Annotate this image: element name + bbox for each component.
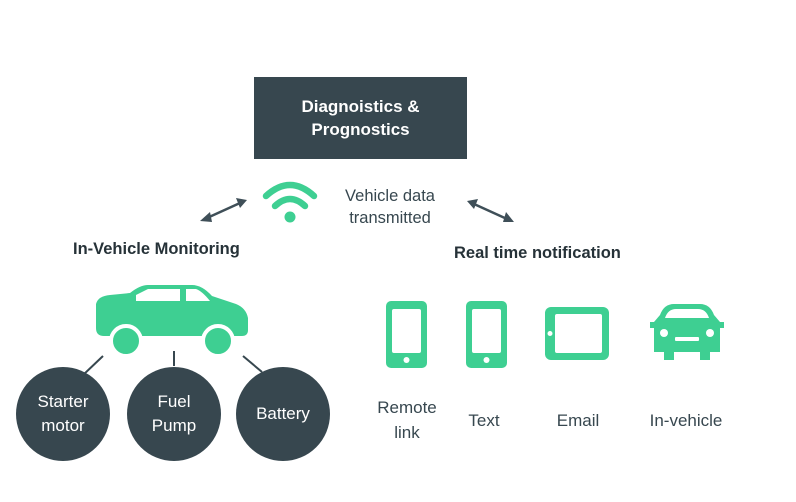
wifi-icon	[262, 181, 318, 223]
component-battery: Battery	[236, 367, 330, 461]
car-side-icon	[96, 285, 248, 358]
notification-label-text: Text	[468, 411, 500, 430]
component-starter-motor: Starter motor	[16, 367, 110, 461]
car-front-icon	[650, 304, 724, 360]
left-double-arrow-icon	[200, 198, 247, 222]
transmit-text: Vehicle data transmitted	[345, 187, 435, 227]
notification-label-in-vehicle: In-vehicle	[649, 411, 723, 430]
component-fuel-pump: Fuel Pump	[127, 367, 221, 461]
component-label: Fuel Pump	[151, 392, 197, 435]
diagnostics-box-label: Diagnoistics & Prognostics	[301, 97, 420, 139]
component-label: Battery	[256, 404, 310, 423]
phone-icon	[386, 301, 427, 368]
notification-label-email: Email	[556, 411, 600, 430]
tablet-icon	[545, 307, 609, 360]
component-label: Starter motor	[37, 392, 89, 435]
phone-icon	[466, 301, 507, 368]
right-heading: Real time notification	[454, 244, 621, 262]
right-double-arrow-icon	[467, 199, 514, 222]
diagnostics-box: Diagnoistics & Prognostics	[254, 77, 467, 159]
left-heading: In-Vehicle Monitoring	[73, 240, 240, 258]
notification-label-remote-link: Remote link	[377, 398, 437, 442]
